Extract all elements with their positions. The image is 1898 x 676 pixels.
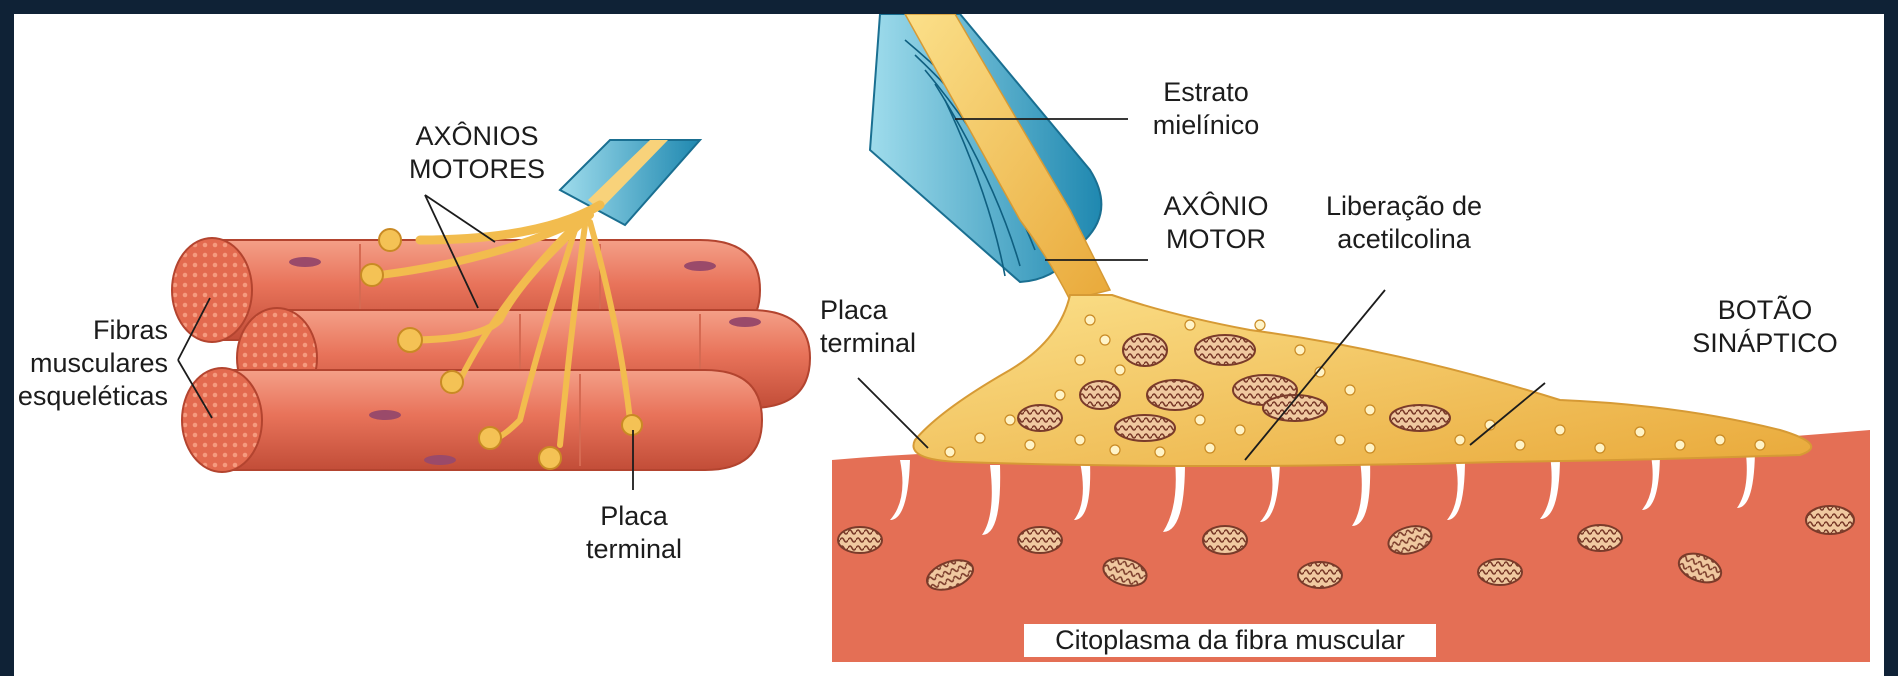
plate-label-left: Placa terminal [554, 500, 714, 566]
axon-label: AXÔNIO MOTOR [1146, 190, 1286, 256]
release-label: Liberação de acetilcolina [1304, 190, 1504, 256]
myelin-label: Estrato mielínico [1126, 76, 1286, 142]
bouton-label: BOTÃO SINÁPTICO [1670, 294, 1860, 360]
figure-panel: AXÔNIOS MOTORES Fibras musculares esquel… [14, 14, 1884, 676]
cytoplasm-label: Citoplasma da fibra muscular [1024, 624, 1436, 657]
muscle-fiber-bottom [182, 368, 762, 472]
plate-label-right: Placa terminal [820, 294, 950, 360]
axons-label: AXÔNIOS MOTORES [382, 120, 572, 186]
fibers-label: Fibras musculares esqueléticas [14, 314, 168, 413]
